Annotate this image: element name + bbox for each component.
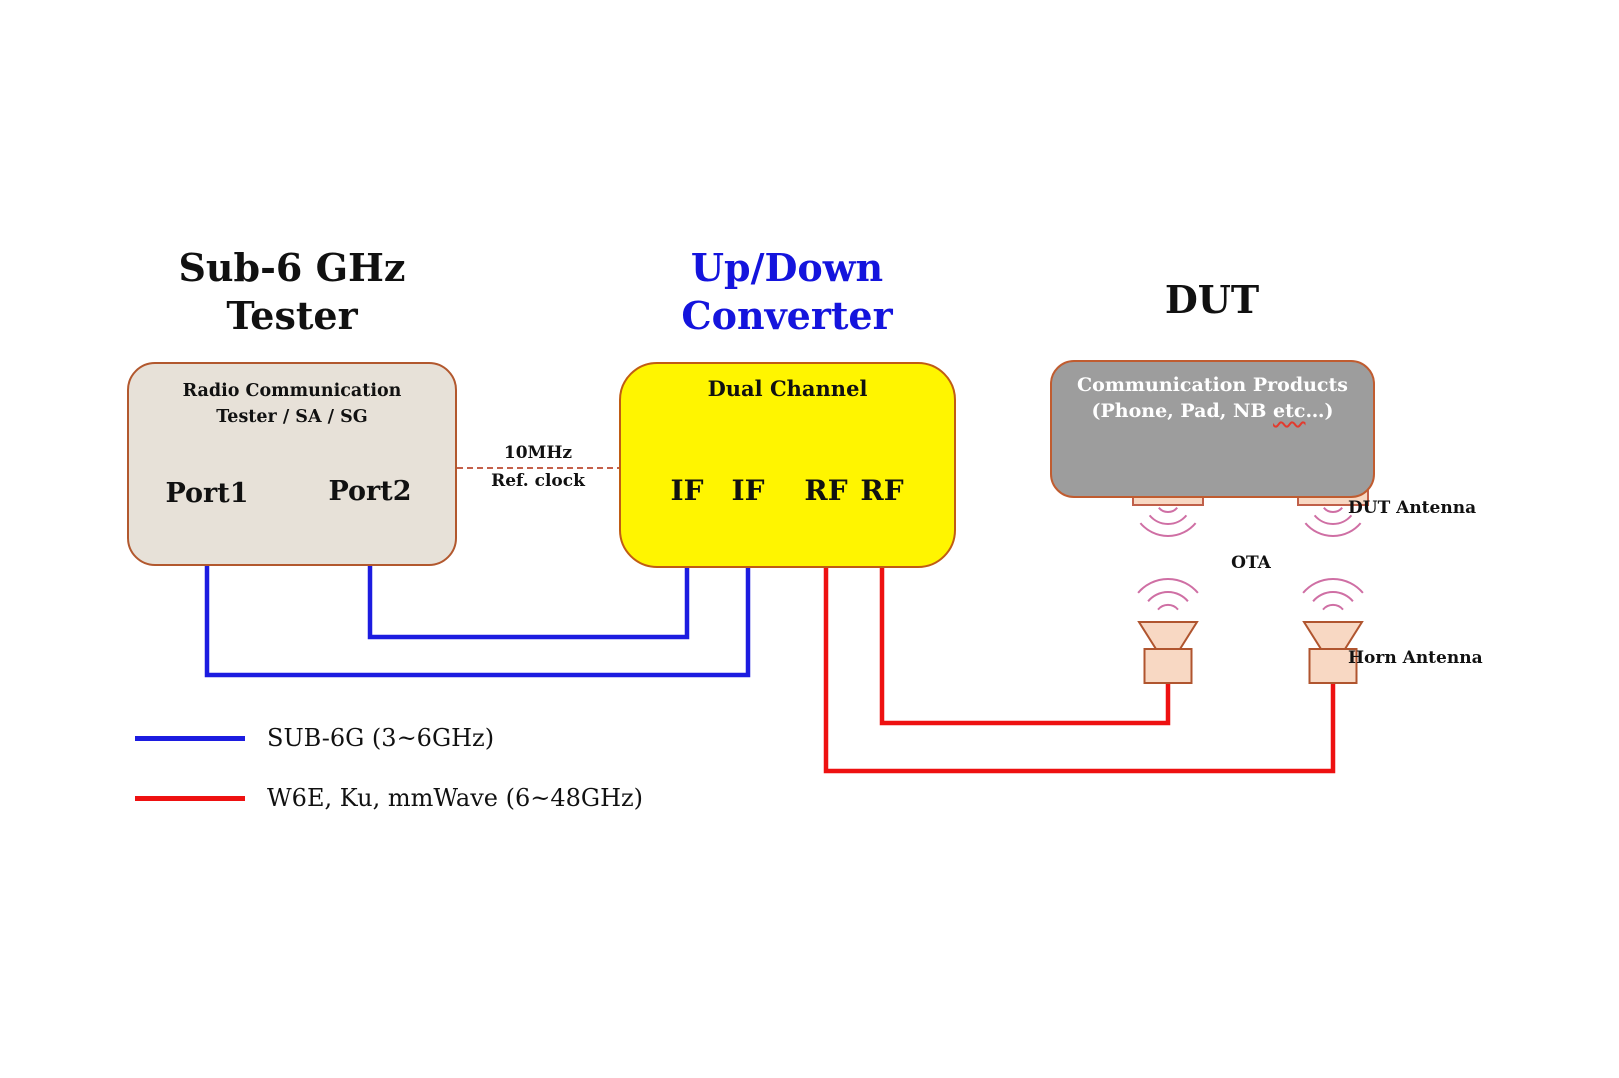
horn-antenna-1-waves-icon <box>1137 577 1199 611</box>
horn-antenna-1 <box>1137 621 1199 684</box>
dut-box: Communication Products (Phone, Pad, NB e… <box>1050 360 1375 498</box>
cable-port2-to-if1 <box>367 558 690 640</box>
legend-swatch-sub6g <box>135 735 245 741</box>
dut-antenna-1-waves-icon <box>1139 506 1197 537</box>
horn-antenna-2-waves-icon <box>1302 577 1364 611</box>
legend-label-mmwave: W6E, Ku, mmWave (6~48GHz) <box>267 784 644 812</box>
dut-box-line2-prefix: (Phone, Pad, NB <box>1091 400 1274 422</box>
ref-clock-label-line1: 10MHz <box>503 443 573 463</box>
tester-box-line1: Radio Communication <box>182 381 402 401</box>
rf2-label: RF <box>860 474 904 507</box>
horn-antenna-label: Horn Antenna <box>1348 648 1483 668</box>
tester-title-line1: Sub-6 GHz <box>178 245 406 290</box>
ota-label: OTA <box>1231 553 1271 573</box>
tester-box: Radio Communication Tester / SA / SG <box>127 362 457 566</box>
dut-box-line2-etc: etc <box>1273 400 1306 422</box>
tester-title-line2: Tester <box>226 293 358 338</box>
converter-title-line2: Converter <box>681 293 893 338</box>
dut-box-line1: Communication Products <box>1077 374 1348 396</box>
converter-box: Dual Channel <box>619 362 956 568</box>
legend-label-sub6g: SUB-6G (3~6GHz) <box>267 724 495 752</box>
converter-box-label: Dual Channel <box>707 376 868 401</box>
legend-row-mmwave: W6E, Ku, mmWave (6~48GHz) <box>135 784 643 812</box>
legend-row-sub6g: SUB-6G (3~6GHz) <box>135 724 494 752</box>
port1-label: Port1 <box>165 478 249 509</box>
legend-swatch-mmwave <box>135 795 245 801</box>
ref-clock-label-line2: Ref. clock <box>491 471 585 491</box>
dut-box-line2-suffix: …) <box>1305 400 1334 422</box>
dut-box-line2: (Phone, Pad, NB etc…) <box>1092 398 1334 424</box>
cable-port1-to-if2 <box>204 558 751 678</box>
dut-antenna-label: DUT Antenna <box>1348 498 1477 518</box>
cable-rf1-to-horn2 <box>823 558 1336 774</box>
if2-label: IF <box>731 474 765 507</box>
converter-title-line1: Up/Down <box>690 245 884 290</box>
cable-rf2-to-horn1 <box>879 558 1171 726</box>
rf1-label: RF <box>804 474 848 507</box>
if1-label: IF <box>670 474 704 507</box>
dut-title: DUT <box>1164 277 1260 322</box>
converter-title: Up/Down Converter <box>681 244 892 340</box>
horn-antenna-2 <box>1302 621 1364 684</box>
tester-box-line2: Tester / SA / SG <box>216 407 368 427</box>
dut-antenna-2-waves-icon <box>1304 506 1362 537</box>
port2-label: Port2 <box>328 476 412 507</box>
tester-title: Sub-6 GHz Tester <box>178 244 405 340</box>
